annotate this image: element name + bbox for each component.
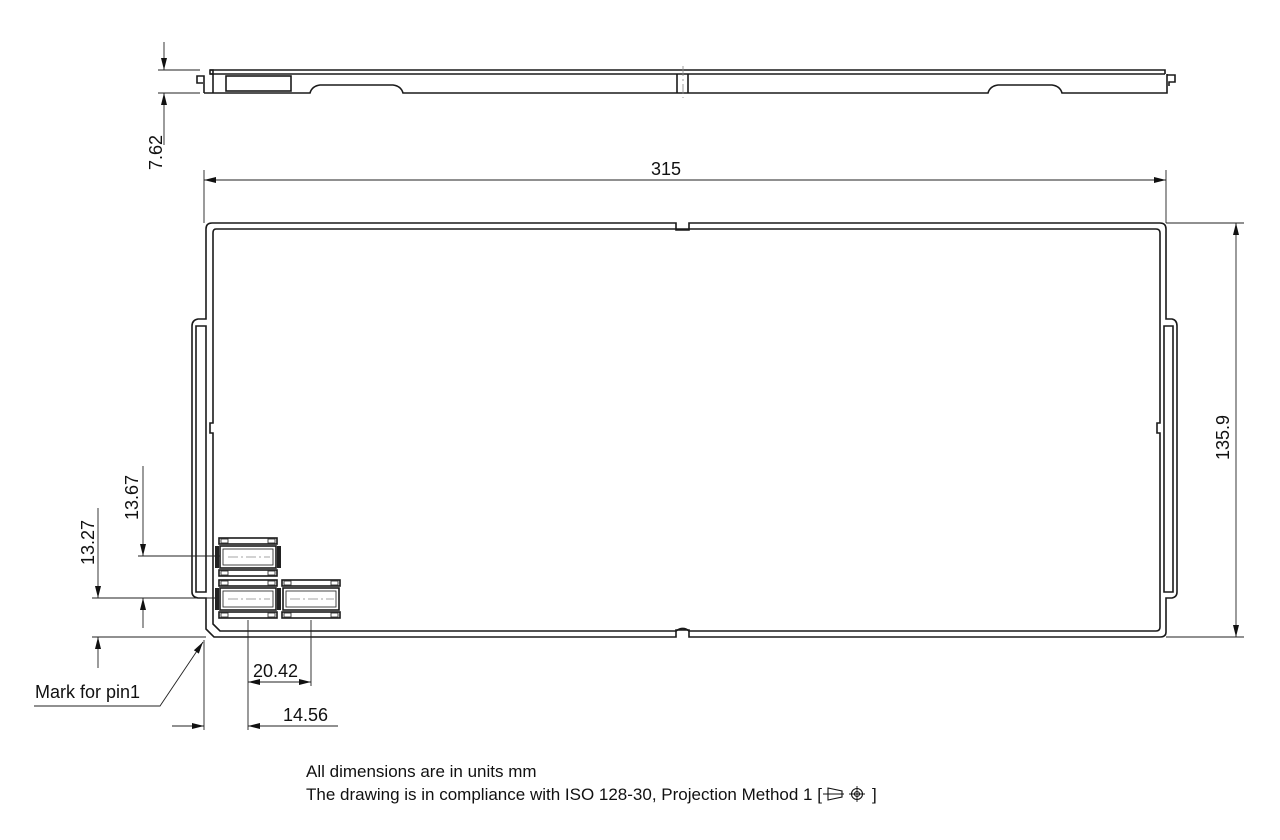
dimension-row-pitch-lower-value: 13.27: [78, 520, 98, 565]
pin1-mark-leader: Mark for pin1: [34, 641, 204, 707]
dimension-width-value: 135.9: [1213, 415, 1233, 460]
connector-group: [215, 537, 341, 619]
dimension-width: 135.9: [1166, 222, 1244, 638]
dimension-row-pitch-upper-value: 13.67: [122, 475, 142, 520]
drawing-notes: All dimensions are in units mm The drawi…: [306, 760, 877, 806]
dimension-column-pitch-value: 20.42: [253, 661, 298, 681]
units-note: All dimensions are in units mm: [306, 762, 537, 781]
first-angle-projection-icon: [822, 786, 865, 802]
dimension-length-value: 315: [651, 159, 681, 179]
dimension-length: 315: [203, 159, 1167, 223]
dimension-row-pitch-upper: 13.67: [122, 466, 220, 628]
projection-note-close: ]: [871, 785, 877, 804]
dimension-column-pitch: 20.42: [247, 620, 312, 730]
dimension-row-pitch-lower: 13.27: [78, 508, 206, 668]
projection-note-text: The drawing is in compliance with ISO 12…: [306, 785, 822, 804]
connector-row2-col2: [281, 579, 341, 619]
dimension-first-column-offset: 14.56: [172, 640, 338, 730]
connector-row2-col1: [215, 579, 281, 619]
dimension-thickness-value: 7.62: [146, 135, 166, 170]
top-view: [191, 222, 1178, 638]
dimension-thickness: 7.62: [146, 42, 200, 170]
connector-row1-col1: [215, 537, 281, 577]
dimension-first-column-offset-value: 14.56: [283, 705, 328, 725]
side-view: [196, 66, 1176, 98]
projection-note: The drawing is in compliance with ISO 12…: [306, 783, 877, 806]
pin1-mark-label: Mark for pin1: [35, 682, 140, 702]
